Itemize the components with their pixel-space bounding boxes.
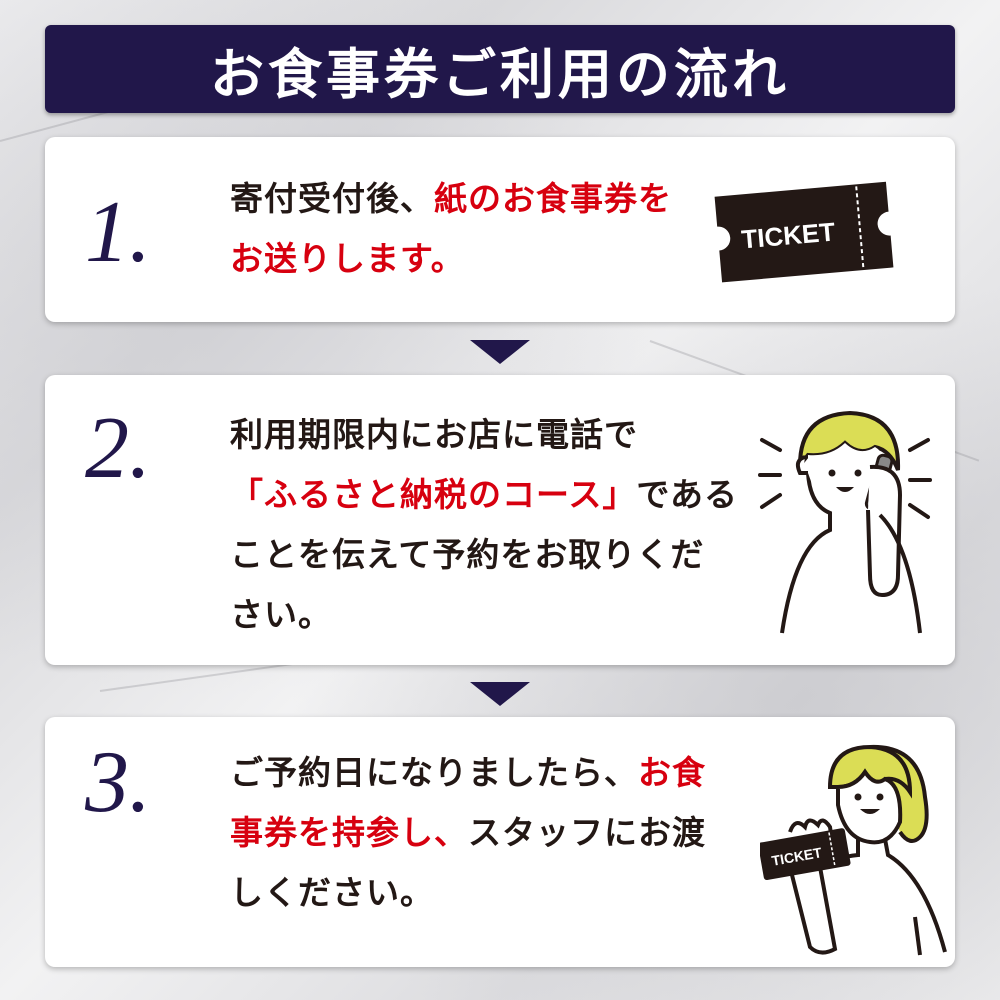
page-title: お食事券ご利用の流れ	[210, 41, 790, 106]
step-text: 利用期限内にお店に電話で 「ふるさと納税のコース」である ことを伝えて予約をお取…	[230, 415, 739, 634]
flow-arrow-down-icon	[470, 340, 530, 364]
step-card-2: 2. 利用期限内にお店に電話で 「ふるさと納税のコース」である ことを伝えて予約…	[45, 375, 955, 665]
step-card-1: 1. 寄付受付後、紙のお食事券を お送りします。 TICKET	[45, 137, 955, 322]
person-holding-ticket-icon: TICKET	[760, 744, 947, 956]
ticket-icon: TICKET	[714, 181, 894, 283]
page-title-banner: お食事券ご利用の流れ	[45, 25, 955, 113]
person-on-phone-icon	[758, 410, 932, 634]
step-number: 2.	[85, 400, 151, 497]
step-number: 1.	[85, 184, 151, 281]
step-number: 3.	[85, 734, 151, 831]
step-text: ご予約日になりましたら、お食 事券を持参し、スタッフにお渡 しください。	[230, 753, 706, 912]
flow-arrow-down-icon	[470, 682, 530, 706]
step-card-3: 3. ご予約日になりましたら、お食 事券を持参し、スタッフにお渡 しください。 …	[45, 717, 955, 967]
step-text: 寄付受付後、紙のお食事券を お送りします。	[230, 179, 672, 278]
